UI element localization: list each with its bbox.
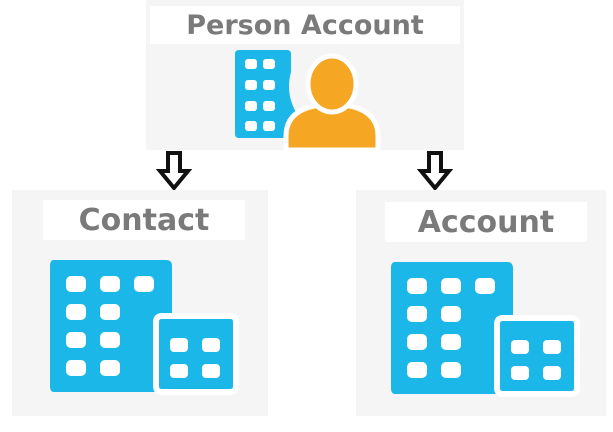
contact-label-text: Contact xyxy=(78,202,210,238)
account-node: Account xyxy=(356,190,606,416)
down-arrow-icon-right xyxy=(416,151,454,192)
person-icon xyxy=(283,53,381,153)
buildings-icon xyxy=(50,260,239,395)
person-account-label: Person Account xyxy=(150,6,460,44)
down-arrow-icon-left xyxy=(155,151,193,192)
account-label: Account xyxy=(385,202,587,242)
person-account-node: Person Account xyxy=(146,0,464,153)
person-account-label-text: Person Account xyxy=(186,9,424,41)
buildings-icon xyxy=(391,262,580,397)
building-icon xyxy=(235,50,297,138)
contact-label: Contact xyxy=(43,200,245,240)
account-label-text: Account xyxy=(417,204,555,240)
contact-node: Contact xyxy=(12,190,268,416)
